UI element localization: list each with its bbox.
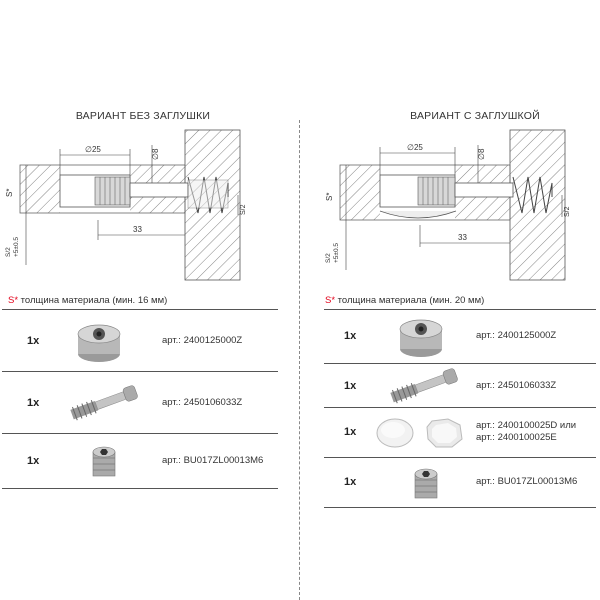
row-qty: 1x (344, 426, 357, 438)
table-row: 1x арт.: 2400100025D или арт.: 240010002… (324, 408, 596, 458)
material-s-mark: S* (325, 295, 336, 306)
row-qty: 1x (27, 455, 40, 467)
dim-diameter-25: ∅25 (407, 143, 423, 152)
material-text: толщина материала (мин. 16 мм) (18, 295, 168, 306)
table-row: 1x арт.: 2450106033Z (2, 372, 278, 434)
dim-half-s-lower: S/2 (325, 253, 332, 263)
wall-section (509, 129, 566, 281)
material-thickness-note: S* толщина материала (мин. 20 мм) (325, 295, 484, 306)
insert-icon (414, 468, 438, 499)
dim-tolerance: +5±0.5 (13, 237, 20, 257)
dim-diameter-8: ∅8 (477, 148, 486, 160)
material-thickness-note: S* толщина материала (мин. 16 мм) (8, 295, 167, 306)
dim-tolerance: +5±0.5 (333, 243, 340, 263)
parts-table: 1x арт.: 2400125000Z 1x (324, 309, 596, 508)
article-number: арт.: BU017ZL00013M6 (476, 476, 578, 487)
material-text: толщина материала (мин. 20 мм) (335, 295, 485, 306)
bolt-section (129, 182, 189, 198)
parts-table: 1x арт.: 2400125000Z 1x (2, 309, 278, 489)
dim-half-s: S/2 (240, 204, 247, 215)
table-row: 1x арт.: BU017ZL00013M6 (324, 458, 596, 508)
dim-half-s: S/2 (564, 206, 571, 217)
assembly-drawing: ∅25 ∅8 33 S* S/2 +5±0.5 S/2 (5, 129, 247, 281)
article-number-alt: арт.: 2400100025E (476, 432, 557, 443)
table-row: 1x арт.: 2400125000Z (2, 310, 278, 372)
dim-thickness-s: S* (325, 193, 334, 201)
row-qty: 1x (344, 380, 357, 392)
article-number: арт.: 2400100025D или (476, 420, 577, 431)
dim-length-33: 33 (133, 225, 142, 234)
row-qty: 1x (27, 397, 40, 409)
row-qty: 1x (344, 330, 357, 342)
article-number: арт.: BU017ZL00013M6 (162, 455, 264, 466)
bolt-icon (70, 385, 138, 421)
dim-half-s-lower: S/2 (5, 247, 12, 257)
variant-title: ВАРИАНТ БЕЗ ЗАГЛУШКИ (75, 110, 211, 122)
table-row: 1x арт.: BU017ZL00013M6 (2, 434, 278, 489)
cam-housing-icon (77, 324, 121, 362)
material-s-mark: S* (8, 295, 19, 306)
bolt-section (454, 182, 514, 198)
table-row: 1x арт.: 2450106033Z (324, 364, 596, 408)
row-qty: 1x (344, 476, 357, 488)
variant-without-cap-panel: ВАРИАНТ БЕЗ ЗАГЛУШКИ (0, 0, 290, 600)
dim-diameter-25: ∅25 (85, 145, 101, 154)
bolt-icon (390, 368, 458, 404)
insert-icon (92, 446, 116, 477)
dim-diameter-8: ∅8 (151, 148, 160, 160)
dim-thickness-s: S* (5, 189, 14, 197)
cover-cap-icon (376, 418, 463, 448)
cam-housing-icon (399, 319, 443, 357)
article-number: арт.: 2450106033Z (476, 380, 557, 391)
table-row: 1x арт.: 2400125000Z (324, 310, 596, 364)
panel-divider (299, 120, 300, 600)
assembly-drawing: ∅25 ∅8 33 S* S/2 +5±0.5 S/2 (325, 129, 571, 281)
row-qty: 1x (27, 335, 40, 347)
cover-cap-section (379, 210, 457, 219)
variant-with-cap-panel: ВАРИАНТ С ЗАГЛУШКОЙ (310, 0, 600, 600)
dim-length-33: 33 (458, 233, 467, 242)
variant-title: ВАРИАНТ С ЗАГЛУШКОЙ (410, 110, 540, 122)
article-number: арт.: 2450106033Z (162, 397, 243, 408)
article-number: арт.: 2400125000Z (476, 330, 557, 341)
article-number: арт.: 2400125000Z (162, 335, 243, 346)
